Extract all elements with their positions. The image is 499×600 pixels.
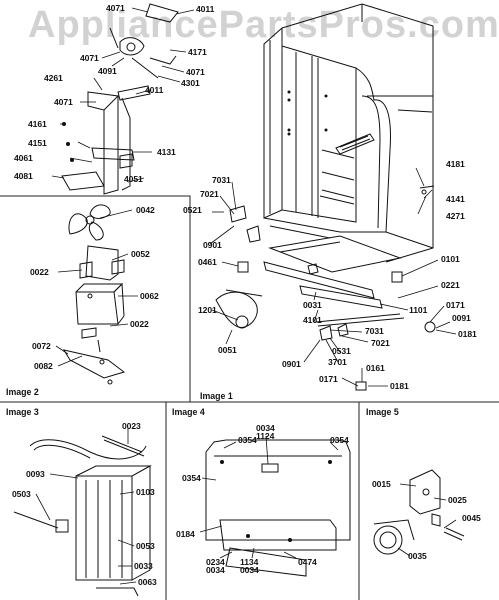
- cabinet-drawing: [216, 4, 435, 390]
- label-part-4071: 4071: [106, 3, 125, 13]
- label-part-0184: 0184: [176, 529, 195, 539]
- caption-image1: Image 1: [200, 391, 233, 401]
- label-part-0033: 0033: [134, 561, 153, 571]
- label-part-4091: 4091: [98, 66, 117, 76]
- caption-image4: Image 4: [172, 407, 205, 417]
- label-part-0023: 0023: [122, 421, 141, 431]
- label-part-4101: 4101: [303, 315, 322, 325]
- label-part-4011: 4011: [145, 85, 164, 95]
- label-part-7031: 7031: [212, 175, 231, 185]
- label-part-7031: 7031: [365, 326, 384, 336]
- label-part-0161: 0161: [366, 363, 385, 373]
- caption-image2: Image 2: [6, 387, 39, 397]
- label-part-0901: 0901: [282, 359, 301, 369]
- label-part-0091: 0091: [452, 313, 471, 323]
- label-part-0354: 0354: [182, 473, 201, 483]
- label-part-4131: 4131: [157, 147, 176, 157]
- label-part-0035: 0035: [408, 551, 427, 561]
- image1-bracket-parts: [62, 4, 178, 194]
- label-part-4181: 4181: [446, 159, 465, 169]
- label-part-1101: 1101: [409, 305, 428, 315]
- label-part-0052: 0052: [131, 249, 150, 259]
- image2-frame: [0, 196, 190, 402]
- label-part-0045: 0045: [462, 513, 481, 523]
- label-part-0082: 0082: [34, 361, 53, 371]
- label-part-0181: 0181: [458, 329, 477, 339]
- label-part-0063: 0063: [138, 577, 157, 587]
- label-part-0171: 0171: [319, 374, 338, 384]
- watermark: AppliancePartsPros.com: [28, 4, 499, 46]
- label-part-0234: 0234: [206, 557, 225, 567]
- label-part-0171: 0171: [446, 300, 465, 310]
- panel-frames: [0, 196, 499, 600]
- image3-evaporator: [14, 436, 150, 596]
- label-part-0354: 0354: [330, 435, 349, 445]
- label-part-0053: 0053: [136, 541, 155, 551]
- label-part-4071: 4071: [80, 53, 99, 63]
- label-part-0521: 0521: [183, 205, 202, 215]
- caption-image5: Image 5: [366, 407, 399, 417]
- label-part-4161: 4161: [28, 119, 47, 129]
- label-part-0062: 0062: [140, 291, 159, 301]
- label-part-4151: 4151: [28, 138, 47, 148]
- label-part-0034: 0034: [256, 423, 275, 433]
- label-part-0072: 0072: [32, 341, 51, 351]
- label-part-4051: 4051: [124, 174, 143, 184]
- label-part-4171: 4171: [188, 47, 207, 57]
- label-part-7021: 7021: [200, 189, 219, 199]
- label-part-0474: 0474: [298, 557, 317, 567]
- label-part-0022: 0022: [130, 319, 149, 329]
- label-part-7021: 7021: [371, 338, 390, 348]
- label-part-4011: 4011: [196, 4, 215, 14]
- label-part-0103: 0103: [136, 487, 155, 497]
- label-part-0042: 0042: [136, 205, 155, 215]
- label-part-0461: 0461: [198, 257, 217, 267]
- image5-damper: [374, 470, 464, 554]
- label-part-0101: 0101: [441, 254, 460, 264]
- label-part-0051: 0051: [218, 345, 237, 355]
- label-part-0022: 0022: [30, 267, 49, 277]
- label-part-4071: 4071: [186, 67, 205, 77]
- label-part-3701: 3701: [328, 357, 347, 367]
- label-part-0221: 0221: [441, 280, 460, 290]
- label-part-0034: 0034: [240, 565, 259, 575]
- label-part-4061: 4061: [14, 153, 33, 163]
- caption-image3: Image 3: [6, 407, 39, 417]
- label-part-4261: 4261: [44, 73, 63, 83]
- label-part-4071: 4071: [54, 97, 73, 107]
- label-part-4081: 4081: [14, 171, 33, 181]
- label-part-1134: 1134: [240, 557, 259, 567]
- label-part-0901: 0901: [203, 240, 222, 250]
- label-part-0025: 0025: [448, 495, 467, 505]
- label-part-0354: 0354: [238, 435, 257, 445]
- label-part-4141: 4141: [446, 194, 465, 204]
- image2-fan-assembly: [64, 205, 124, 384]
- image4-drain-pan: [206, 440, 350, 576]
- label-part-0034: 0034: [206, 565, 225, 575]
- label-part-0181: 0181: [390, 381, 409, 391]
- label-part-0093: 0093: [26, 469, 45, 479]
- label-part-4271: 4271: [446, 211, 465, 221]
- label-part-1124: 1124: [256, 431, 275, 441]
- label-part-0531: 0531: [332, 346, 351, 356]
- label-part-0503: 0503: [12, 489, 31, 499]
- label-part-0015: 0015: [372, 479, 391, 489]
- label-part-4301: 4301: [181, 78, 200, 88]
- leader-lines: [36, 8, 456, 584]
- label-part-1201: 1201: [198, 305, 217, 315]
- label-part-0031: 0031: [303, 300, 322, 310]
